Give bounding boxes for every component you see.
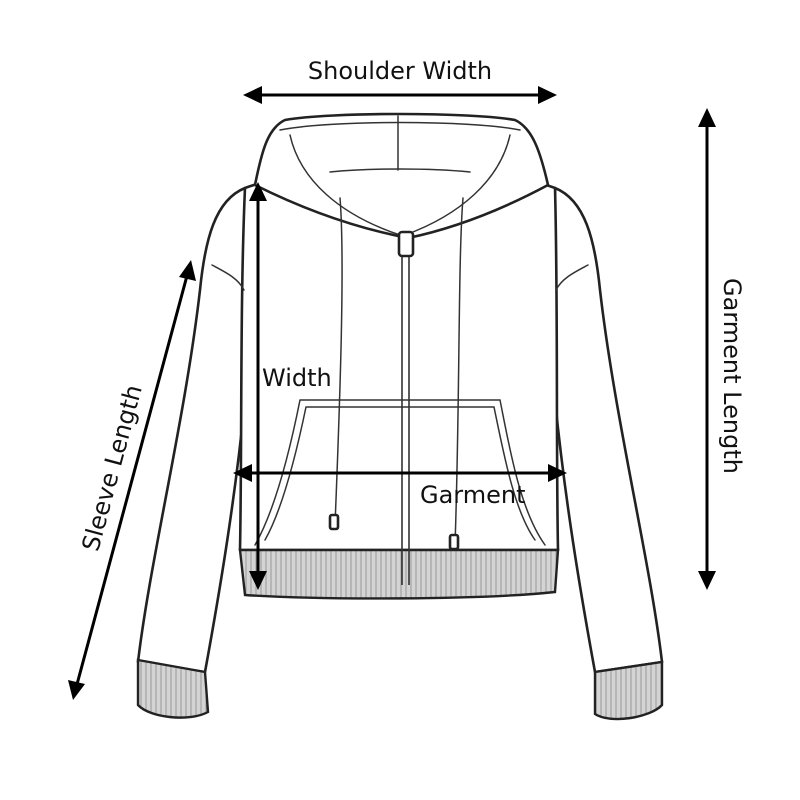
shoulder-width-arrow <box>243 86 557 104</box>
right-cuff <box>593 660 664 721</box>
sleeve-length-arrow <box>68 260 196 700</box>
right-sleeve <box>553 186 664 674</box>
width-vertical-arrow <box>249 182 267 590</box>
garment-length-label: Garment Length <box>718 278 746 474</box>
garment-length-arrow <box>698 108 716 590</box>
shoulder-width-label: Shoulder Width <box>308 57 492 85</box>
garment-label: Garment <box>420 481 526 509</box>
left-cuff <box>136 658 210 719</box>
sleeve-length-label: Sleeve Length <box>77 382 148 554</box>
width-label: Width <box>262 364 332 392</box>
garment-width-arrow <box>233 464 567 482</box>
left-sleeve <box>136 186 247 674</box>
hood <box>253 112 550 240</box>
zipper <box>401 235 410 585</box>
hem-band <box>238 548 560 600</box>
hoodie-drawing <box>136 112 664 721</box>
